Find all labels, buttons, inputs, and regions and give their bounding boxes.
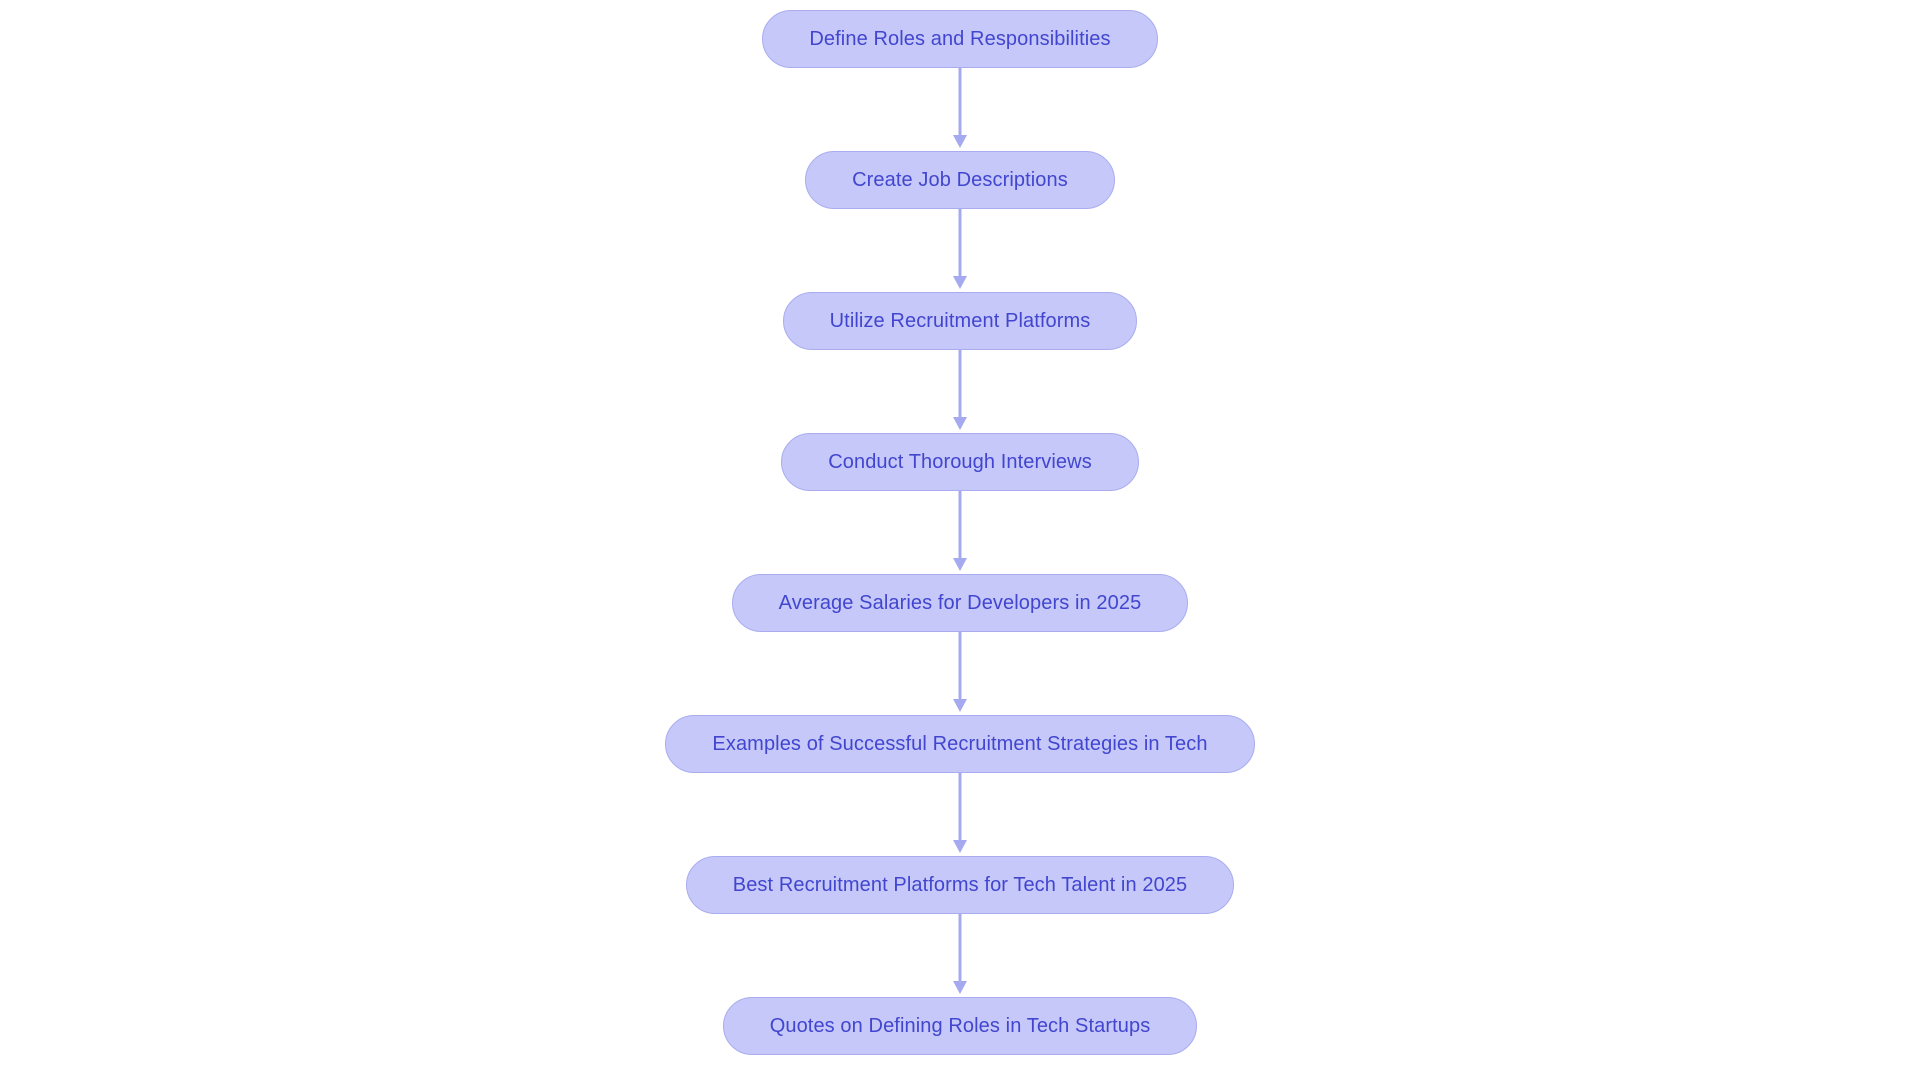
flow-node-label: Examples of Successful Recruitment Strat… <box>712 733 1208 755</box>
flow-node-label: Conduct Thorough Interviews <box>828 451 1092 473</box>
arrow-down-icon <box>953 276 967 289</box>
flow-node-utilize-recruitment-platforms[interactable]: Utilize Recruitment Platforms <box>782 292 1138 350</box>
arrow-down-icon <box>953 558 967 571</box>
arrow-down-icon <box>953 840 967 853</box>
flow-connector-n5-to-n6 <box>953 632 967 715</box>
flow-node-label: Utilize Recruitment Platforms <box>829 310 1091 332</box>
flow-node-label: Quotes on Defining Roles in Tech Startup… <box>769 1015 1151 1037</box>
connector-line <box>958 209 962 279</box>
connector-line <box>958 632 962 702</box>
flow-connector-n4-to-n5 <box>953 491 967 574</box>
arrow-down-icon <box>953 417 967 430</box>
flow-node-label: Create Job Descriptions <box>852 169 1068 191</box>
flow-node-quotes-on-defining-roles-in-tech-startups[interactable]: Quotes on Defining Roles in Tech Startup… <box>722 997 1198 1055</box>
flow-node-average-salaries-for-developers[interactable]: Average Salaries for Developers in 2025 <box>731 574 1189 632</box>
connector-line <box>958 68 962 138</box>
flow-connector-n1-to-n2 <box>953 68 967 151</box>
arrow-down-icon <box>953 699 967 712</box>
connector-line <box>958 773 962 843</box>
flow-connector-n3-to-n4 <box>953 350 967 433</box>
connector-line <box>958 491 962 561</box>
flow-connector-n7-to-n8 <box>953 914 967 997</box>
flow-node-create-job-descriptions[interactable]: Create Job Descriptions <box>805 151 1115 209</box>
arrow-down-icon <box>953 135 967 148</box>
flow-node-best-recruitment-platforms-for-tech-talent[interactable]: Best Recruitment Platforms for Tech Tale… <box>685 856 1235 914</box>
connector-line <box>958 914 962 984</box>
arrow-down-icon <box>953 981 967 994</box>
flow-node-conduct-thorough-interviews[interactable]: Conduct Thorough Interviews <box>781 433 1139 491</box>
flow-connector-n2-to-n3 <box>953 209 967 292</box>
flow-node-label: Best Recruitment Platforms for Tech Tale… <box>732 874 1188 896</box>
flow-node-examples-of-successful-recruitment-strategies[interactable]: Examples of Successful Recruitment Strat… <box>665 715 1255 773</box>
flow-node-define-roles-and-responsibilities[interactable]: Define Roles and Responsibilities <box>762 10 1158 68</box>
flow-node-label: Average Salaries for Developers in 2025 <box>778 592 1142 614</box>
flow-connector-n6-to-n7 <box>953 773 967 856</box>
flow-node-label: Define Roles and Responsibilities <box>809 28 1111 50</box>
connector-line <box>958 350 962 420</box>
